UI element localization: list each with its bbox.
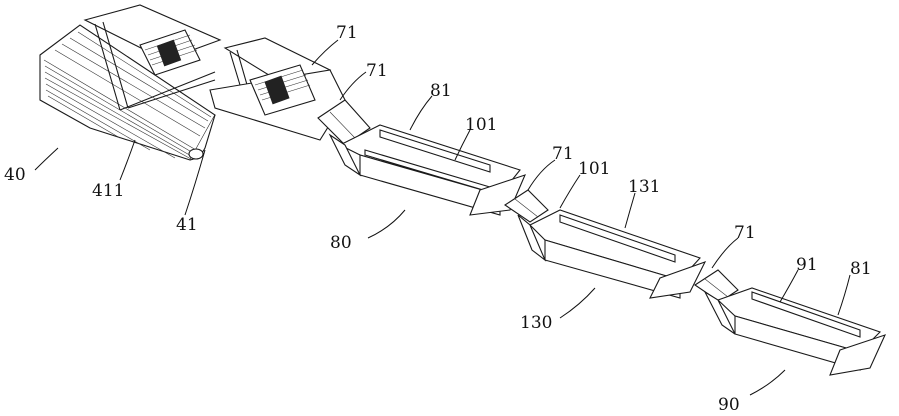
tray-module-80 [330, 125, 525, 215]
label-81-first: 81 [430, 81, 452, 101]
label-91: 91 [796, 255, 818, 275]
label-71-second: 71 [366, 61, 388, 81]
label-101-second: 101 [578, 159, 610, 179]
label-131: 131 [628, 177, 660, 197]
label-130: 130 [520, 313, 552, 333]
tray-module-130 [518, 210, 705, 298]
label-71-third: 71 [552, 144, 574, 164]
label-71-first: 71 [336, 23, 358, 43]
label-40: 40 [4, 165, 26, 185]
label-71-fourth: 71 [734, 223, 756, 243]
label-81-second: 81 [850, 259, 872, 279]
label-80: 80 [330, 233, 352, 253]
tray-module-90 [705, 288, 885, 375]
label-41: 41 [176, 215, 198, 235]
label-90: 90 [718, 395, 740, 415]
label-411: 411 [92, 181, 124, 201]
label-101-first: 101 [465, 115, 497, 135]
